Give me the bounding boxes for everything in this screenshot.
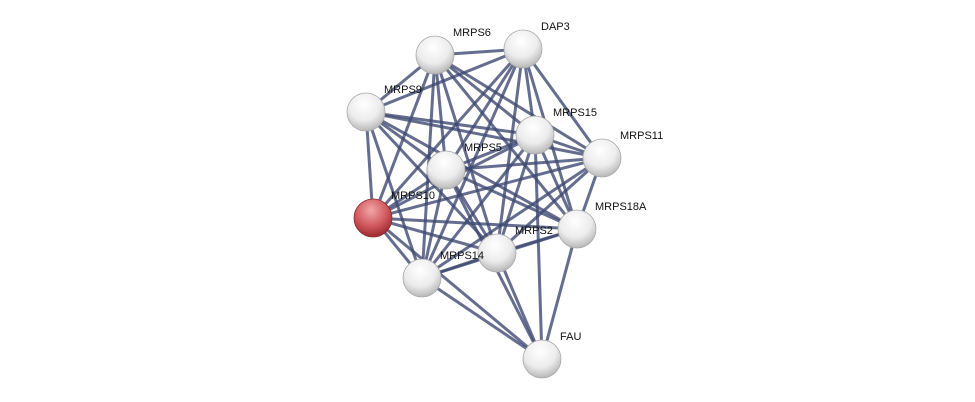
node-label: MRPS18A — [595, 201, 647, 213]
edge-mrps5-mrps18a[interactable] — [445, 168, 578, 231]
node-label: FAU — [560, 331, 581, 343]
node-mrps10[interactable]: MRPS10 — [353, 190, 435, 238]
node-label: MRPS5 — [464, 142, 502, 154]
edge-mrps10-mrps18a[interactable] — [372, 216, 578, 231]
edge-mrps6-mrps15[interactable] — [434, 53, 536, 137]
node-label: MRPS2 — [515, 225, 553, 237]
node-mrps5[interactable]: MRPS5 — [426, 142, 502, 190]
edge-dap3-mrps5[interactable] — [444, 48, 525, 171]
node-bubble[interactable] — [503, 29, 543, 69]
edge-dap3-mrps11[interactable] — [521, 48, 604, 159]
edge-mrps9-mrps18a[interactable] — [365, 110, 578, 231]
node-bubble[interactable] — [415, 35, 455, 75]
node-bubble[interactable] — [515, 115, 555, 155]
edge-mrps11-mrps5[interactable] — [445, 156, 603, 172]
edge-mrps6-mrps2[interactable] — [433, 54, 499, 254]
node-label: MRPS14 — [440, 250, 484, 262]
node-mrps15[interactable]: MRPS15 — [515, 107, 597, 155]
node-bubble[interactable] — [477, 233, 517, 273]
node-label: MRPS15 — [553, 107, 597, 119]
node-bubble[interactable] — [402, 258, 442, 298]
edge-dap3-mrps14[interactable] — [420, 48, 525, 279]
node-dap3[interactable]: DAP3 — [503, 21, 570, 69]
edge-mrps6-mrps18a[interactable] — [433, 54, 579, 230]
edge-dap3-mrps9[interactable] — [365, 47, 524, 114]
node-mrps14[interactable]: MRPS14 — [402, 250, 484, 298]
edge-mrps15-mrps2[interactable] — [495, 134, 537, 254]
edge-mrps10-fau[interactable] — [372, 216, 543, 361]
node-label: MRPS10 — [391, 190, 435, 202]
node-mrps2[interactable]: MRPS2 — [477, 225, 553, 273]
node-mrps6[interactable]: MRPS6 — [415, 27, 491, 75]
node-label: DAP3 — [541, 21, 570, 33]
node-bubble[interactable] — [346, 92, 386, 132]
edge-mrps9-mrps15[interactable] — [365, 110, 536, 137]
edge-dap3-mrps2[interactable] — [495, 48, 525, 254]
edge-mrps15-fau[interactable] — [533, 134, 544, 360]
node-mrps11[interactable]: MRPS11 — [582, 130, 663, 178]
edge-mrps18a-fau[interactable] — [540, 228, 579, 360]
edge-dap3-mrps10[interactable] — [371, 48, 525, 219]
edge-mrps10-mrps2[interactable] — [372, 216, 498, 255]
edge-mrps9-mrps11[interactable] — [365, 110, 603, 160]
node-bubble[interactable] — [522, 339, 562, 379]
edge-mrps14-fau[interactable] — [421, 276, 543, 361]
edge-mrps6-mrps10[interactable] — [371, 54, 437, 219]
node-label: MRPS11 — [620, 130, 663, 142]
edge-mrps11-mrps2[interactable] — [495, 156, 604, 255]
node-label: MRPS6 — [453, 27, 491, 39]
edge-mrps15-mrps14[interactable] — [420, 134, 537, 279]
node-bubble[interactable] — [353, 198, 393, 238]
node-mrps18a[interactable]: MRPS18A — [557, 201, 647, 249]
edge-mrps11-mrps14[interactable] — [421, 156, 603, 280]
node-bubble[interactable] — [582, 138, 622, 178]
node-label: MRPS9 — [384, 84, 422, 96]
node-mrps9[interactable]: MRPS9 — [346, 84, 422, 132]
node-fau[interactable]: FAU — [522, 331, 581, 379]
node-bubble[interactable] — [557, 209, 597, 249]
node-bubble[interactable] — [426, 150, 466, 190]
